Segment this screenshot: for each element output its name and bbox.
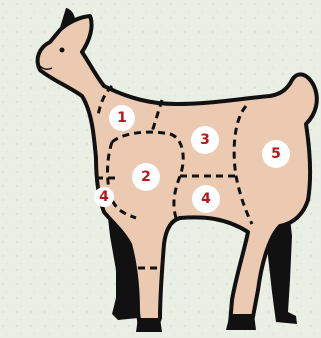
cut-badge-4-front: 4 xyxy=(94,187,114,207)
cut-label: 2 xyxy=(141,169,151,185)
cut-label: 4 xyxy=(201,191,211,207)
cut-badge-4-lower: 4 xyxy=(192,185,220,213)
cut-label: 4 xyxy=(99,189,109,205)
cut-label: 3 xyxy=(200,132,210,148)
cut-badge-5: 5 xyxy=(262,140,290,168)
front-near-hoof xyxy=(136,318,162,332)
cut-label: 5 xyxy=(271,146,281,162)
cut-badge-1: 1 xyxy=(109,105,135,131)
goat-eye xyxy=(60,48,65,53)
cut-badge-2: 2 xyxy=(132,163,160,191)
cut-badge-3: 3 xyxy=(191,126,219,154)
back-near-hoof xyxy=(226,314,256,330)
cut-label: 1 xyxy=(117,110,127,126)
